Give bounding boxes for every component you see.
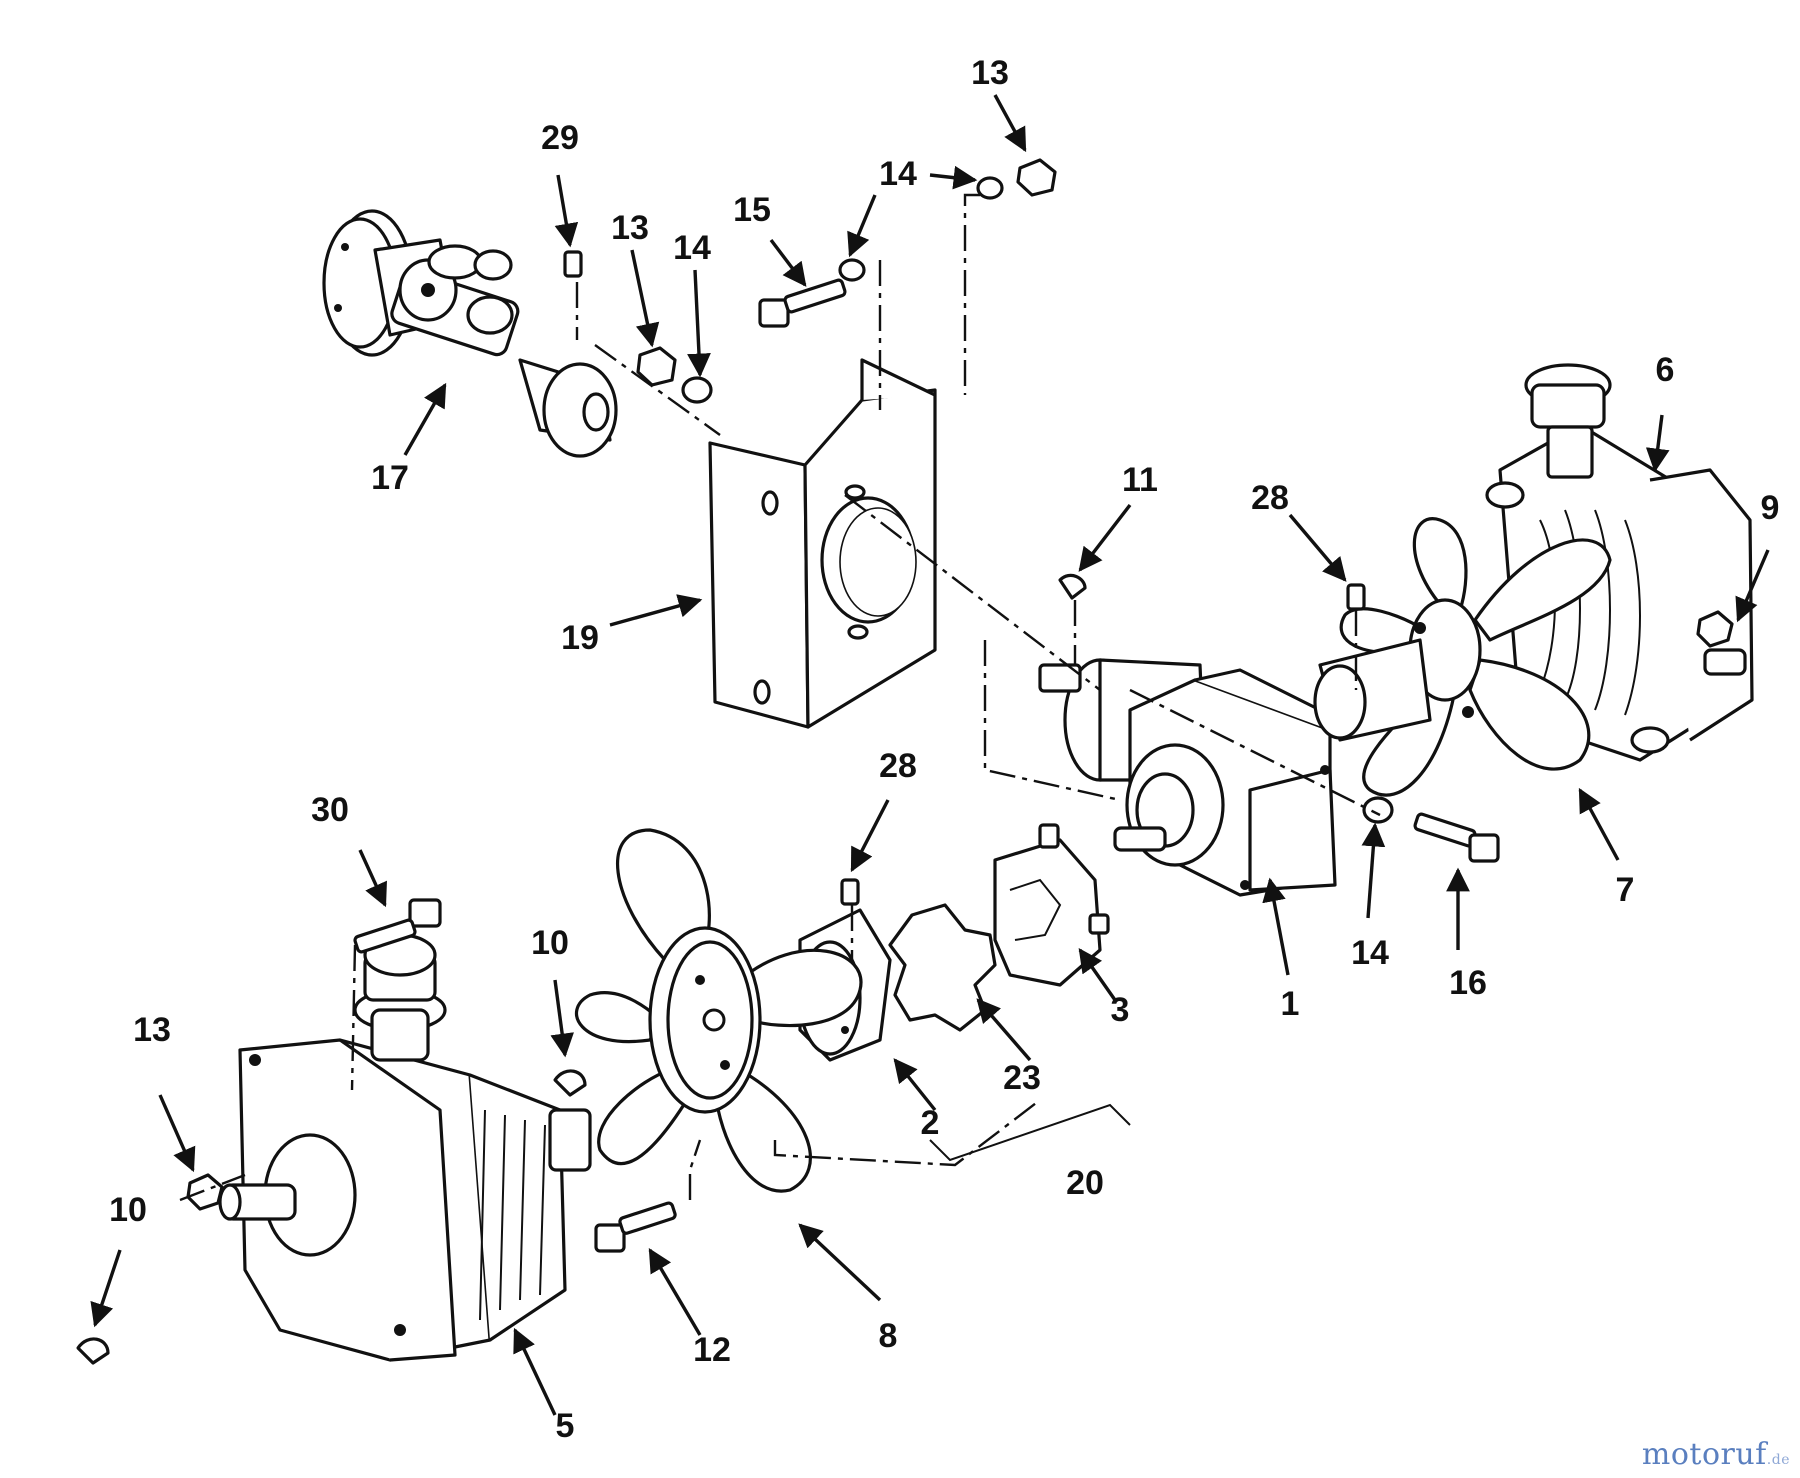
- callout-19: 19: [561, 619, 599, 657]
- callout-13-left: 13: [133, 1011, 171, 1049]
- callout-28-mid: 28: [879, 747, 917, 785]
- callout-16: 16: [1449, 964, 1487, 1002]
- callout-28-right: 28: [1251, 479, 1289, 517]
- left-pump-part: [218, 933, 592, 1362]
- callout-12: 12: [693, 1331, 731, 1369]
- callout-14-right: 14: [1351, 934, 1389, 972]
- callout-29: 29: [541, 119, 579, 157]
- spider-insert-part: [888, 903, 997, 1032]
- callout-2: 2: [921, 1104, 940, 1142]
- callout-15: 15: [733, 191, 771, 229]
- callout-13-top-right: 13: [971, 54, 1009, 92]
- callout-10-left: 10: [109, 1191, 147, 1229]
- callout-labels: 29 13 14 15 14 13 17 19 11 28 6 9 7 16 1…: [109, 54, 1779, 1445]
- callout-7: 7: [1616, 871, 1635, 909]
- callout-17: 17: [371, 459, 409, 497]
- callout-1: 1: [1281, 985, 1300, 1023]
- gearbox-part: [1038, 658, 1342, 897]
- universal-joint-part: [322, 209, 618, 458]
- watermark-suffix: .de: [1766, 1452, 1790, 1468]
- alignment-lines: [179, 193, 1381, 1202]
- callout-30: 30: [311, 791, 349, 829]
- callout-23: 23: [1003, 1059, 1041, 1097]
- callout-13-top-left: 13: [611, 209, 649, 247]
- callout-10-mid: 10: [531, 924, 569, 962]
- watermark-logo: motoruf.de: [1642, 1437, 1790, 1472]
- coupling-jaw-part: [993, 823, 1110, 987]
- watermark-brand: motoruf: [1641, 1437, 1767, 1472]
- hardware-parts: [76, 158, 1734, 1365]
- callout-9: 9: [1761, 489, 1780, 527]
- callout-20: 20: [1066, 1164, 1104, 1202]
- right-pump-part: [1485, 363, 1754, 762]
- right-fan-part: [1313, 517, 1612, 797]
- left-fan-part: [574, 828, 863, 1193]
- callout-5: 5: [556, 1407, 575, 1445]
- callout-14-top-mid: 14: [879, 155, 917, 193]
- callout-11: 11: [1122, 461, 1158, 499]
- callout-14-top-left: 14: [673, 229, 711, 267]
- callout-8: 8: [879, 1317, 898, 1355]
- callout-3: 3: [1111, 991, 1130, 1029]
- mounting-bracket-part: [708, 358, 937, 729]
- callout-6: 6: [1656, 351, 1675, 389]
- leader-arrows: [90, 94, 1770, 1416]
